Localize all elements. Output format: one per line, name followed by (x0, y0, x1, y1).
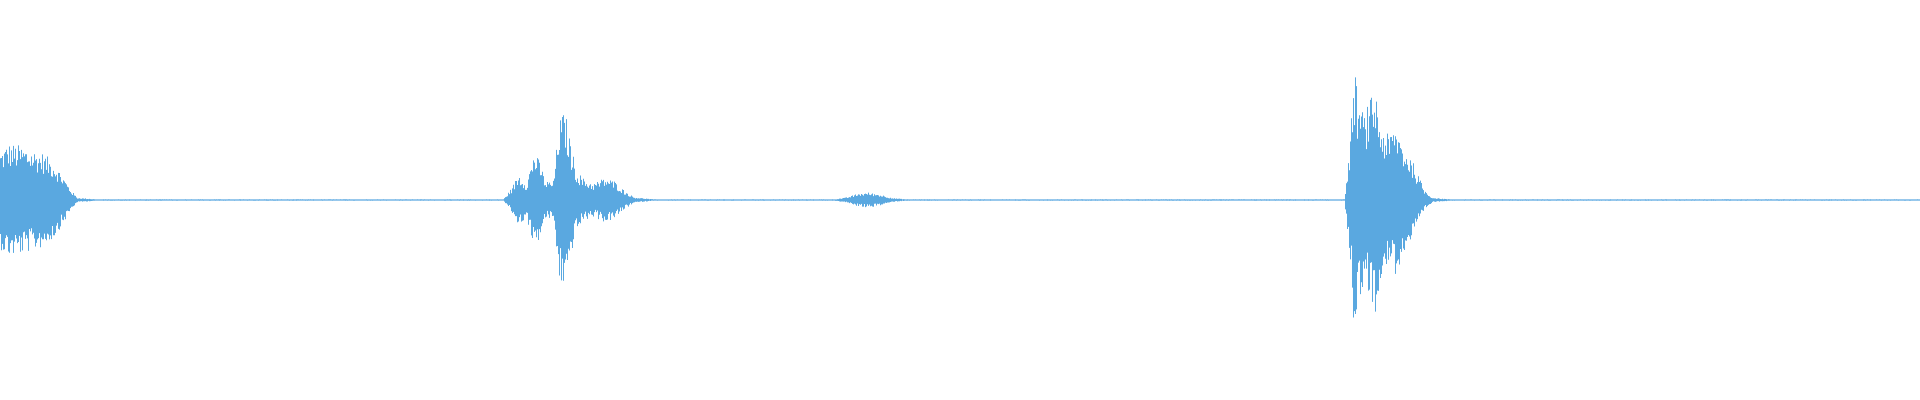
waveform-samples (0, 77, 1920, 318)
